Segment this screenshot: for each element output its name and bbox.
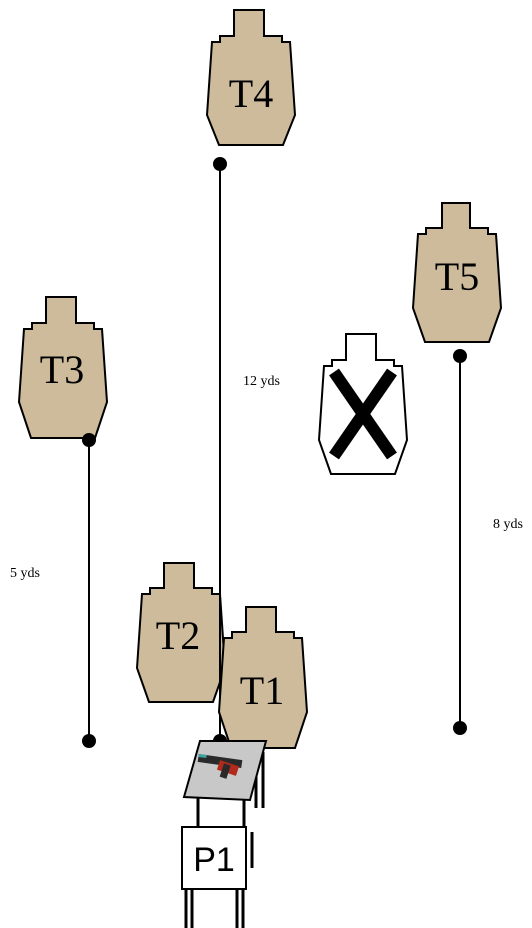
target-t5-label: T5 <box>435 254 479 299</box>
distance-line-t3 <box>82 433 96 748</box>
shooting-position: P1 <box>181 826 254 928</box>
distance-label-t4: 12 yds <box>243 374 280 389</box>
distance-line-t3-top-dot <box>82 433 96 447</box>
position-box <box>181 826 247 890</box>
distance-line-t3-bottom-dot <box>82 734 96 748</box>
distance-line-t4-top-dot <box>213 157 227 171</box>
pistol-icon <box>197 753 243 779</box>
distance-line-t5-top-dot <box>453 349 467 363</box>
target-t1-label: T1 <box>240 668 284 713</box>
target-t4-label: T4 <box>229 71 273 116</box>
no-shoot-target <box>317 333 409 475</box>
target-t5: T5 <box>411 202 503 343</box>
position-label: P1 <box>193 841 235 879</box>
target-t4-silhouette <box>205 9 297 146</box>
distance-line-t5 <box>453 349 467 735</box>
target-t3: T3 <box>17 296 109 439</box>
target-t2-silhouette <box>135 562 227 703</box>
target-t2-label: T2 <box>156 613 200 658</box>
distance-label-t5: 8 yds <box>493 517 523 532</box>
target-t4: T4 <box>205 9 297 146</box>
distance-label-t3: 5 yds <box>10 566 40 581</box>
table <box>182 740 268 840</box>
target-t2: T2 <box>135 562 227 703</box>
target-t1-silhouette <box>217 606 309 749</box>
target-t3-label: T3 <box>40 347 84 392</box>
target-t5-silhouette <box>411 202 503 343</box>
x-mark-icon <box>329 368 397 460</box>
target-t1: T1 <box>217 606 309 749</box>
distance-line-t5-bottom-dot <box>453 721 467 735</box>
